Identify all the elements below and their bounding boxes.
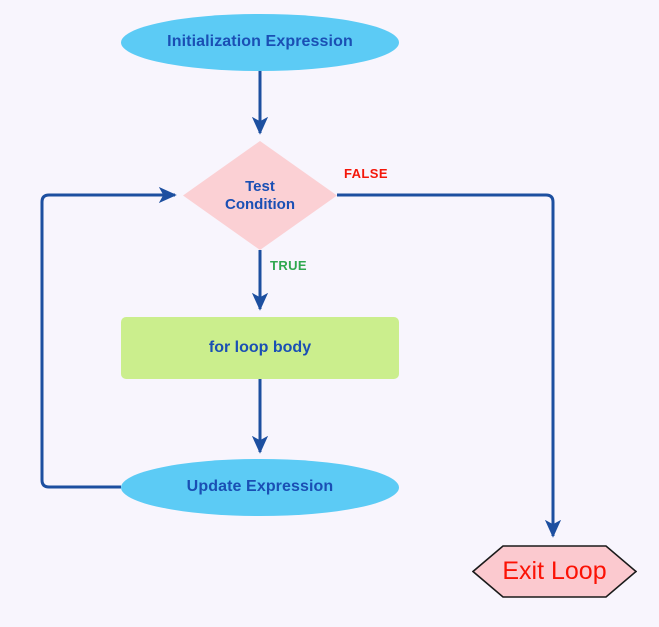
node-update-expression[interactable]: Update Expression [121,459,399,516]
node-test-condition[interactable]: Test Condition [183,141,337,250]
edge-condition-to-exit [337,193,562,538]
node-exit-loop-label: Exit Loop [502,556,607,585]
node-update-expression-label: Update Expression [186,478,334,496]
node-for-loop-body[interactable]: for loop body [121,317,399,379]
edge-update-to-condition-loopback [40,186,177,489]
node-test-condition-label: Test Condition [225,177,295,213]
node-for-loop-body-label: for loop body [208,338,312,356]
edge-label-false: FALSE [344,166,388,181]
node-initialization-expression-label: Initialization Expression [167,33,353,51]
hexagon-shape [472,545,637,598]
edge-label-true: TRUE [270,258,307,273]
node-exit-loop[interactable]: Exit Loop [472,545,637,598]
node-initialization-expression[interactable]: Initialization Expression [121,14,399,71]
